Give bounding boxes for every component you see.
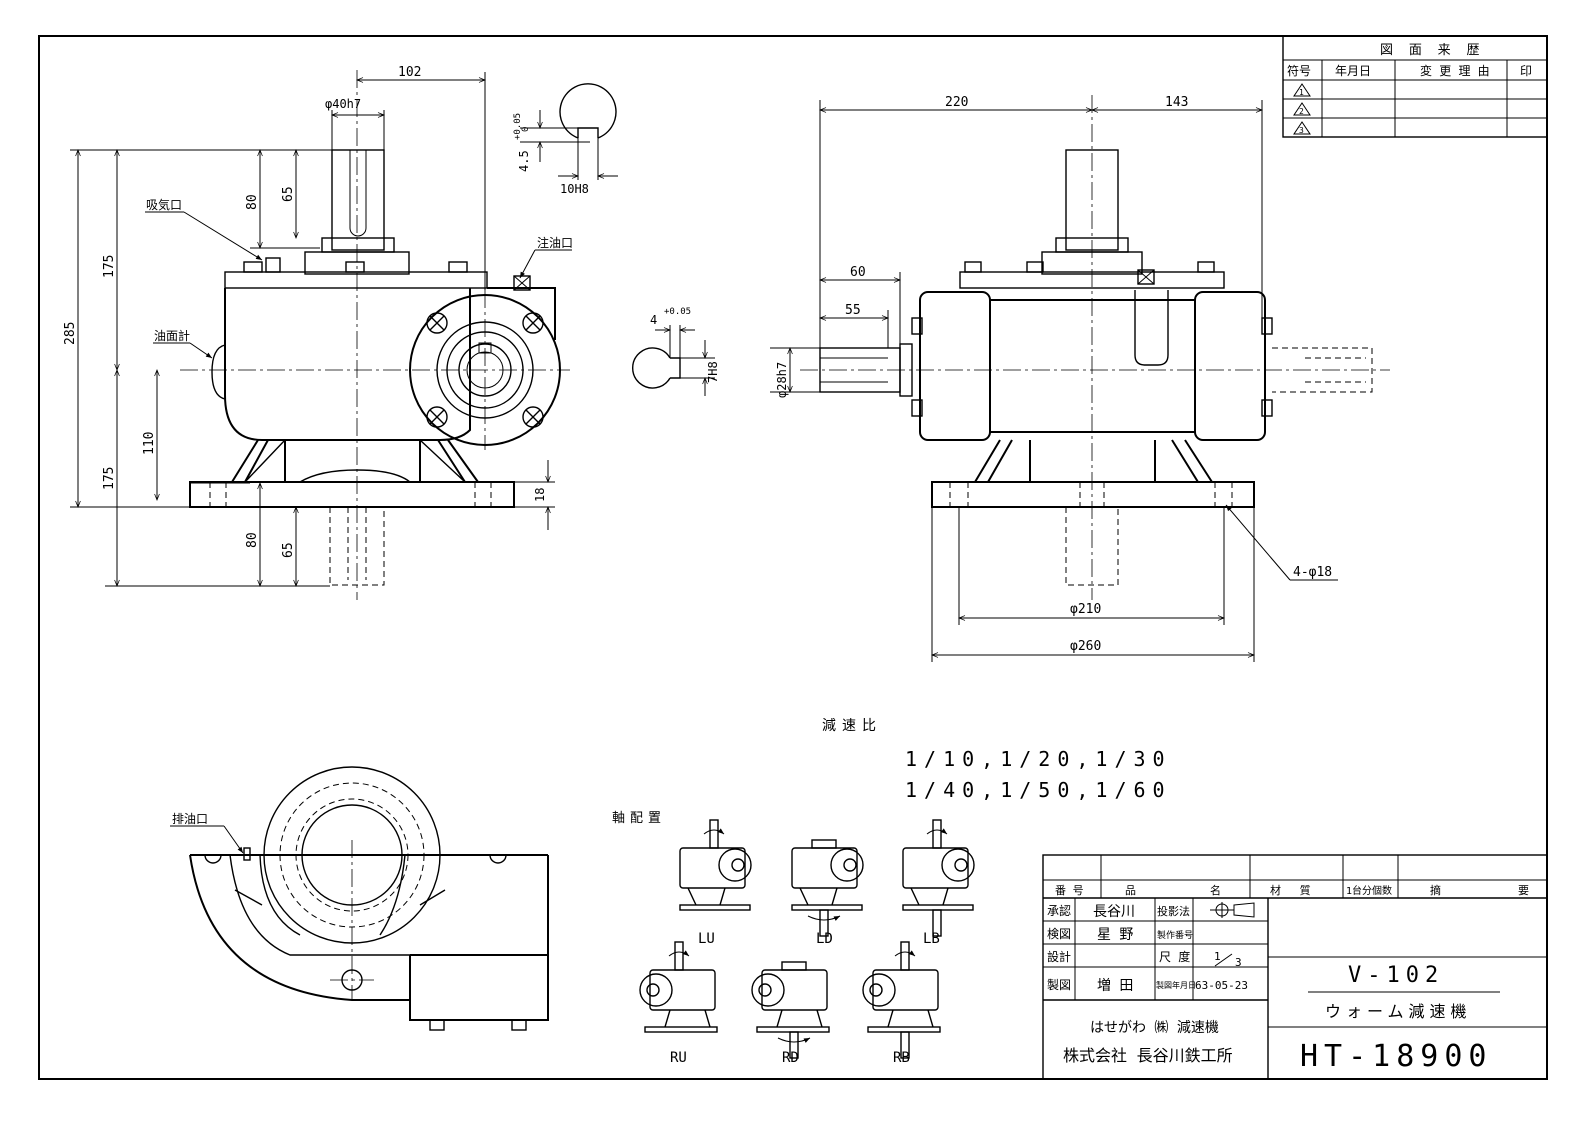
keyway-detail-side: 4 +0.05 7H8 [632,307,720,396]
dim-80-bot: 80 [245,532,260,548]
tb-draw-label: 製図 [1047,978,1071,992]
side-view: 220 143 60 55 φ28h7 φ210 φ260 4-φ18 [770,95,1390,662]
tb-date-label: 製図年月日 [1156,980,1196,990]
rev-sym-3: 3 [1299,126,1304,135]
keyway-width: 10H8 [560,182,589,196]
arr-lb-icon: LB [902,819,975,947]
tb-h-note2: 要 [1518,884,1529,897]
tb-scale-den: 3 [1235,956,1242,969]
tb-h-note1: 摘 [1430,883,1441,897]
tb-check-name: 星 野 [1097,927,1133,943]
key2-tol: +0.05 [664,307,691,317]
revision-table: 図 面 来 歴 符号 年月日 変 更 理 由 印 1 2 3 [1282,35,1548,138]
tb-mfgno-label: 製作番号 [1157,929,1193,941]
rev-h-symbol: 符号 [1287,63,1311,78]
dim-60: 60 [850,265,866,280]
dim-175-lower: 175 [102,467,117,490]
arr-label-ru: RU [670,1050,687,1066]
title-block: 番 号 品 名 材 質 1台分個数 摘 要 承認 長谷川 投影法 検図 星 野 … [1042,854,1548,1080]
ratio-title: 減速比 [822,717,882,734]
tb-design-label: 設計 [1047,949,1071,964]
arr-label-rb: RB [893,1050,910,1066]
tb-h-item2: 名 [1210,883,1221,897]
keyway-tol: +0.05 [513,113,523,140]
tb-brand: はせがわ ㈱ 減速機 [1090,1019,1219,1036]
tb-date: 63-05-23 [1195,979,1248,992]
tb-approve-name: 長谷川 [1093,904,1135,920]
label-drain: 排油口 [172,812,208,826]
tb-h-material: 材 質 [1270,883,1317,897]
front-view: 102 φ40h7 285 175 175 110 80 65 80 65 18 [63,65,573,600]
tb-h-number: 番 号 [1055,884,1084,897]
key2-width: 7H8 [706,361,720,383]
tb-scale-label: 尺 度 [1159,949,1190,964]
label-intake: 吸気口 [146,197,182,212]
dim-pcd210: φ210 [1070,602,1101,617]
dim-holes: 4-φ18 [1293,565,1332,580]
dim-220: 220 [945,95,968,110]
arr-ld-icon: LD [791,839,864,947]
dim-143: 143 [1165,95,1188,110]
rev-h-reason: 変 更 理 由 [1420,63,1490,78]
sheet-border [38,35,1548,1080]
rev-title: 図 面 来 歴 [1380,43,1483,58]
keyway-depth: 4.5 [517,150,531,172]
dim-65-bot: 65 [281,542,296,558]
tb-scale-num: 1 [1214,950,1221,963]
keyway-zero: 0 [521,127,531,132]
dim-shaft2: φ28h7 [775,362,789,398]
label-oil-gauge: 油面計 [154,328,190,343]
tb-projection-label: 投影法 [1157,904,1190,918]
arrangement-title: 軸配置 [612,811,666,826]
key2-depth: 4 [650,313,657,327]
label-oil-fill: 注油口 [537,235,573,250]
projection-symbol-icon [1210,902,1255,918]
tb-approve-label: 承認 [1047,903,1071,918]
arr-rb-icon: RB [862,941,941,1066]
tb-h-item1: 品 [1125,884,1136,897]
dim-80-top: 80 [245,194,260,210]
bottom-view: 排油口 [170,766,549,1031]
dim-285: 285 [63,322,78,345]
dim-65-top: 65 [281,186,296,202]
arr-label-ld: LD [816,931,833,947]
arrangement-icons: LU LD LB [639,819,975,1066]
tb-drawing-no: HT-18900 [1300,1039,1493,1074]
tb-company: 株式会社 長谷川鉄工所 [1063,1046,1233,1065]
tb-draw-name: 増 田 [1097,978,1133,994]
dim-175-upper: 175 [102,255,117,278]
tb-h-qty: 1台分個数 [1346,884,1392,897]
ratio-line2: 1/40,1/50,1/60 [905,778,1172,802]
rev-sym-1: 1 [1299,88,1304,97]
dim-shaft-dia: φ40h7 [325,97,361,111]
dim-110: 110 [142,432,157,455]
ratio-line1: 1/10,1/20,1/30 [905,747,1172,771]
dim-base260: φ260 [1070,639,1101,654]
dim-102: 102 [398,65,421,80]
arr-label-lb: LB [923,931,940,947]
arr-ru-icon: RU [639,941,718,1066]
arr-label-lu: LU [698,931,715,947]
tb-product: ウォーム減速機 [1325,1002,1472,1021]
tb-model: V-102 [1348,963,1444,988]
arr-rd-icon: RD [751,961,830,1066]
arr-label-rd: RD [782,1050,799,1066]
dim-18: 18 [533,488,547,502]
tb-check-label: 検図 [1047,927,1071,941]
rev-sym-2: 2 [1299,107,1304,116]
rev-h-date: 年月日 [1335,64,1371,78]
keyway-detail-upper: +0.05 0 4.5 10H8 [513,83,618,196]
rev-h-stamp: 印 [1520,64,1532,78]
dim-55: 55 [845,303,861,318]
arr-lu-icon: LU [679,819,752,947]
